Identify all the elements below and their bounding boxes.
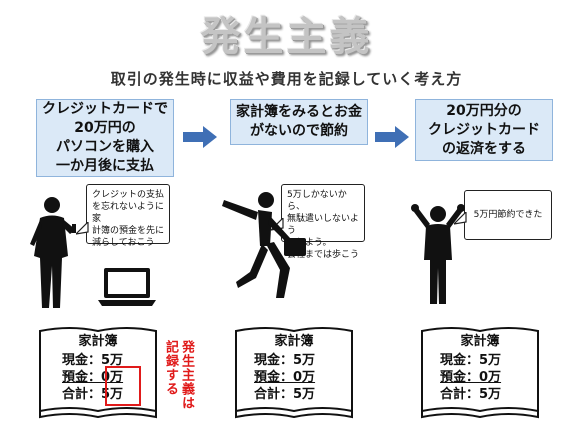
cash-label: 現金：: [254, 353, 294, 368]
page-title: 発生主義: [200, 14, 373, 60]
speech-bubble-1: クレジットの支払 を忘れないように家 計簿の預金を先に 減らしておこう: [86, 184, 170, 248]
laptop-icon: [98, 268, 156, 306]
speech-bubble-3: 5万円節約できた: [464, 190, 552, 240]
cash-label: 現金：: [62, 353, 102, 368]
step-box-3: 20万円分の クレジットカード の返済をする: [415, 99, 553, 161]
ledger-title: 家計簿: [78, 334, 118, 349]
total-label: 合計：: [440, 387, 480, 402]
deposit-label: 預金：: [254, 370, 294, 385]
note-column-1: 発生主義は: [179, 340, 194, 410]
cash-value: 5万: [293, 353, 316, 368]
step-box-1: クレジットカードで 20万円の パソコンを購入 一か月後に支払: [36, 99, 174, 177]
businessman-phone-icon: [30, 197, 76, 308]
celebrating-man-icon: [411, 204, 465, 304]
ledger-row-cash: 現金：5万: [440, 352, 564, 369]
deposit-label: 預金：: [440, 370, 480, 385]
cash-value: 5万: [101, 353, 124, 368]
ledger-row-total: 合計：5万: [440, 386, 564, 403]
ledger-title: 家計簿: [274, 334, 314, 349]
ledger-2: 家計簿 現金：5万 預金：0万 合計：5万: [232, 330, 356, 402]
total-value: 5万: [293, 387, 316, 402]
right-arrow-icon: [375, 126, 409, 148]
ledger-1: 家計簿 現金：5万 預金：0万 合計：5万: [36, 330, 160, 402]
running-businessman-icon: [222, 192, 306, 298]
ledger-row-deposit: 預金：0万: [254, 369, 378, 386]
deposit-value: 0万: [479, 370, 502, 385]
deposit-label: 預金：: [62, 370, 102, 385]
bubble-tail: [454, 212, 467, 225]
speech-bubble-2: 5万しかないから、 無駄遣いしないよう にしよう。 会社までは歩こう: [281, 184, 365, 260]
total-label: 合計：: [62, 387, 102, 402]
deposit-value: 0万: [293, 370, 316, 385]
total-value: 5万: [479, 387, 502, 402]
highlight-box: [105, 366, 141, 406]
ledger-row-deposit: 預金：0万: [440, 369, 564, 386]
total-label: 合計：: [254, 387, 294, 402]
page-subtitle: 取引の発生時に収益や費用を記録していく考え方: [110, 70, 463, 88]
ledger-row-total: 合計：5万: [254, 386, 378, 403]
ledger-book-frame: [421, 327, 539, 419]
step-box-2: 家計簿をみるとお金 がないので節約: [230, 99, 368, 145]
ledger-3: 家計簿 現金：5万 預金：0万 合計：5万: [418, 330, 542, 402]
ledger-row-cash: 現金：5万: [254, 352, 378, 369]
right-arrow-icon: [183, 126, 217, 148]
bubble-tail: [76, 222, 89, 235]
ledger-book-frame: [235, 327, 353, 419]
cash-value: 5万: [479, 353, 502, 368]
note-column-2: 記録する: [163, 340, 178, 396]
ledger-book-frame: [39, 327, 157, 419]
ledger-row-cash: 現金：5万: [62, 352, 186, 369]
cash-label: 現金：: [440, 353, 480, 368]
ledger-title: 家計簿: [460, 334, 500, 349]
